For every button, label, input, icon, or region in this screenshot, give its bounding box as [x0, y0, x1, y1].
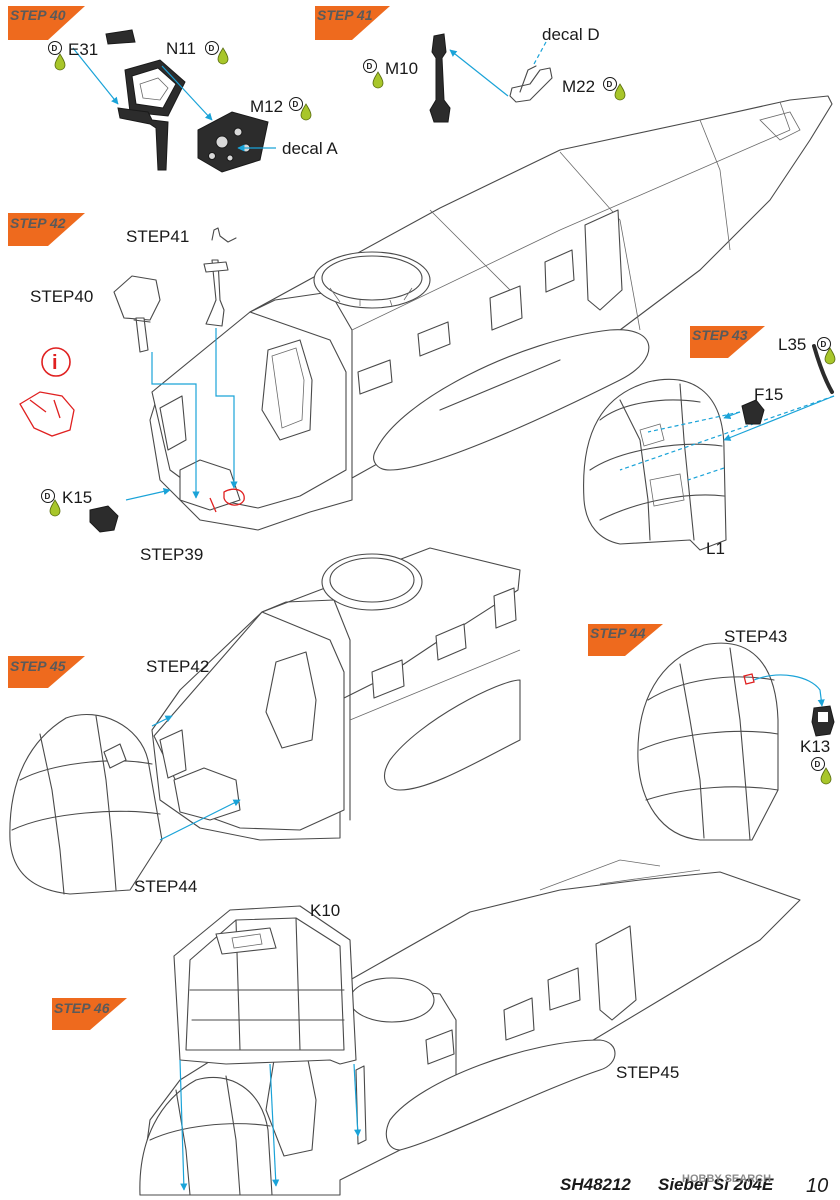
footer-code: SH48212	[560, 1175, 631, 1194]
step-43-nose	[583, 344, 835, 551]
step-41-label: STEP 41	[317, 7, 373, 23]
info-marker: i	[19, 347, 75, 437]
step-45-flag: STEP 45	[8, 656, 85, 688]
ref-step42-label: STEP42	[146, 657, 209, 676]
part-m10-callout: D M10	[363, 59, 418, 89]
step-40-flag: STEP 40	[8, 6, 85, 40]
part-e31-label: E31	[68, 40, 98, 59]
step-43-flag: STEP 43	[690, 326, 765, 358]
svg-text:D: D	[815, 760, 821, 769]
svg-text:D: D	[367, 62, 373, 71]
step-40-assembly	[72, 29, 276, 173]
part-k15-label: K15	[62, 488, 92, 507]
part-l35-callout: L35 D	[778, 335, 836, 365]
svg-text:D: D	[52, 44, 58, 53]
part-l1-label: L1	[706, 539, 725, 558]
ref-step45-label: STEP45	[616, 1063, 679, 1082]
part-m22-label: M22	[562, 77, 595, 96]
step-44-nose	[637, 642, 835, 841]
part-k10-label: K10	[310, 901, 340, 920]
footer-page-number: 10	[806, 1175, 828, 1197]
svg-text:D: D	[821, 340, 827, 349]
part-m12-callout: M12 D	[250, 97, 312, 121]
svg-text:D: D	[293, 100, 299, 109]
step-45-label: STEP 45	[10, 658, 66, 674]
step-43-label: STEP 43	[692, 327, 748, 343]
ref-step43-label: STEP43	[724, 627, 787, 646]
step-41-assembly	[429, 33, 553, 123]
ref-step40-label: STEP40	[30, 287, 93, 306]
step-44-flag: STEP 44	[588, 624, 663, 656]
decal-d-label: decal D	[542, 25, 600, 44]
svg-text:i: i	[52, 352, 58, 374]
svg-text:D: D	[209, 44, 215, 53]
part-n11-label: N11	[166, 39, 196, 58]
footer: SH48212 Siebel Si 204E 10 HOBBY SEARCH	[555, 1166, 840, 1200]
svg-text:D: D	[607, 80, 613, 89]
part-f15-label: F15	[754, 385, 783, 404]
svg-text:D: D	[45, 492, 51, 501]
ref-step39-label: STEP39	[140, 545, 203, 564]
step-42-subparts	[89, 227, 238, 533]
step-46-label: STEP 46	[54, 1000, 110, 1016]
step-46-flag: STEP 46	[52, 998, 127, 1030]
step-45-fuselage	[9, 547, 521, 895]
part-n11-callout: N11 D	[166, 39, 229, 65]
step-42-label: STEP 42	[10, 215, 66, 231]
decal-a-label: decal A	[282, 139, 338, 158]
step-42-fuselage	[149, 95, 833, 531]
step-44-label: STEP 44	[590, 625, 646, 641]
part-m22-callout: M22 D	[562, 77, 626, 101]
watermark: HOBBY SEARCH	[682, 1173, 771, 1185]
part-l35-label: L35	[778, 335, 806, 354]
step-41-flag: STEP 41	[315, 6, 390, 40]
step-42-flag: STEP 42	[8, 213, 85, 246]
part-k15-callout: D K15	[41, 488, 92, 517]
part-k13-callout: K13 D	[800, 737, 832, 785]
step-40-label: STEP 40	[10, 7, 66, 23]
ref-step41-label: STEP41	[126, 227, 189, 246]
footer-title: Siebel Si 204E	[658, 1175, 774, 1194]
part-m10-label: M10	[385, 59, 418, 78]
step-46-fuselage	[139, 859, 801, 1196]
ref-step44-label: STEP44	[134, 877, 197, 896]
part-m12-label: M12	[250, 97, 283, 116]
part-e31-callout: D E31	[48, 40, 98, 71]
part-k13-label: K13	[800, 737, 830, 756]
